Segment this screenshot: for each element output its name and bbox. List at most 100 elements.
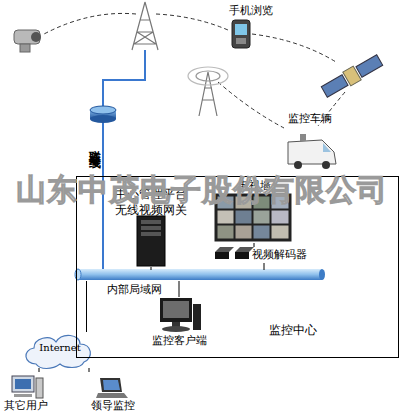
tv-screen — [253, 210, 270, 224]
wireless-link — [44, 13, 136, 34]
router-bottom — [90, 115, 116, 123]
tv-screen — [271, 225, 289, 239]
tv-frame — [215, 194, 291, 241]
network-link — [264, 263, 265, 270]
client-pc — [160, 298, 201, 332]
node-text: 电视墙 — [214, 179, 294, 193]
user-pc — [12, 376, 43, 398]
wireless-links — [44, 13, 345, 128]
network-link — [39, 368, 40, 372]
tv-screen — [271, 210, 289, 224]
tv-screen — [253, 225, 270, 239]
server-bay — [141, 220, 161, 224]
internet-node: Internet — [26, 332, 94, 368]
node-text: 监控车辆 — [282, 112, 338, 126]
decoder-top — [215, 247, 234, 252]
solar-panel — [321, 75, 348, 97]
server-bay — [141, 226, 161, 230]
node-text: 监控客户端 — [151, 334, 207, 348]
network-link — [254, 243, 255, 247]
camera-lens — [31, 32, 41, 42]
mobile-phone — [232, 20, 250, 48]
tv-screen — [217, 225, 234, 239]
router-top — [90, 106, 116, 114]
signal-ring — [188, 67, 228, 85]
tv-screen — [217, 210, 234, 224]
monitor-screen — [15, 379, 31, 389]
lan-cylinder — [78, 269, 322, 280]
video-decoders — [215, 247, 254, 259]
node-text: 监控中心 — [269, 323, 339, 339]
keyboard — [162, 326, 190, 332]
network-link — [151, 267, 152, 270]
node-text: Internet — [26, 341, 94, 354]
signal-ring — [196, 71, 220, 81]
node-text: 视频解码器 — [252, 248, 314, 262]
wireless-link — [218, 82, 284, 128]
tv-screen — [253, 196, 270, 209]
tower-frame — [132, 2, 158, 50]
server-node: 中心管理平台 无线视频网关 — [109, 187, 193, 267]
van-window — [323, 143, 331, 152]
decoder-node: 视频解码器 — [214, 247, 314, 263]
network-link — [89, 368, 90, 372]
monitoring-center: 监控中心 中心管理平台 无线视频网关 电视墙视频解码器内部局域网监控客户端 — [76, 176, 399, 358]
phone-keys — [236, 38, 246, 44]
monitor — [12, 376, 34, 392]
radio-tower — [132, 2, 158, 50]
line-label: 联通专线 — [86, 140, 103, 148]
tv-screen — [271, 196, 289, 209]
vehicle-node: 监控车辆 — [282, 112, 338, 172]
keyboard — [14, 394, 32, 397]
tv-wall-node: 电视墙 — [214, 179, 294, 243]
laptop-screen — [100, 378, 122, 392]
pc-tower — [193, 304, 201, 330]
satellite — [320, 53, 383, 99]
van-wheel — [322, 161, 330, 169]
phone-screen — [235, 24, 247, 35]
tv-screen — [217, 196, 234, 209]
node-text: 中心管理平台 无线视频网关 — [111, 187, 191, 218]
radio-tower — [188, 67, 228, 116]
van-dish — [300, 134, 306, 141]
laptop-display — [103, 380, 120, 390]
monitor-screen — [163, 301, 189, 318]
decoder-box — [215, 252, 229, 259]
van-wheel — [294, 161, 302, 169]
user-node: 其它用户 — [0, 372, 52, 414]
node-text: 其它用户 — [0, 399, 52, 413]
camera-mount — [20, 44, 30, 52]
tower-frame — [199, 72, 217, 116]
lan-node: 内部局域网 — [79, 270, 323, 281]
laptop-base — [96, 393, 128, 398]
tv-wall — [215, 194, 291, 241]
network-link — [179, 281, 180, 297]
tv-screen — [235, 210, 252, 224]
wireless-link — [252, 34, 336, 62]
lan-bus — [75, 269, 325, 280]
tv-screen — [235, 196, 252, 209]
camera-body — [14, 30, 40, 44]
lan-end — [319, 269, 325, 280]
monitor — [160, 298, 192, 322]
pc-tower — [36, 378, 43, 398]
node-text: 领导监控 — [84, 399, 142, 413]
surveillance-van — [288, 134, 336, 169]
server — [137, 216, 165, 266]
leader-node: 领导监控 — [84, 372, 142, 414]
van-body — [288, 140, 336, 164]
tv-screen — [235, 225, 252, 239]
node-text: 手机浏览 — [222, 4, 280, 18]
decoder-top — [235, 247, 254, 252]
server-case — [137, 216, 165, 266]
phone-node: 手机浏览 — [222, 4, 280, 50]
decoder-box — [235, 252, 249, 259]
solar-panel — [356, 55, 383, 77]
client-node: 监控客户端 — [151, 297, 207, 351]
wireless-link — [156, 14, 228, 30]
phone-body — [232, 20, 250, 48]
ptz-camera — [14, 30, 41, 52]
network-link — [86, 281, 87, 332]
node-text: 内部局域网 — [107, 283, 187, 297]
laptop — [96, 378, 128, 398]
